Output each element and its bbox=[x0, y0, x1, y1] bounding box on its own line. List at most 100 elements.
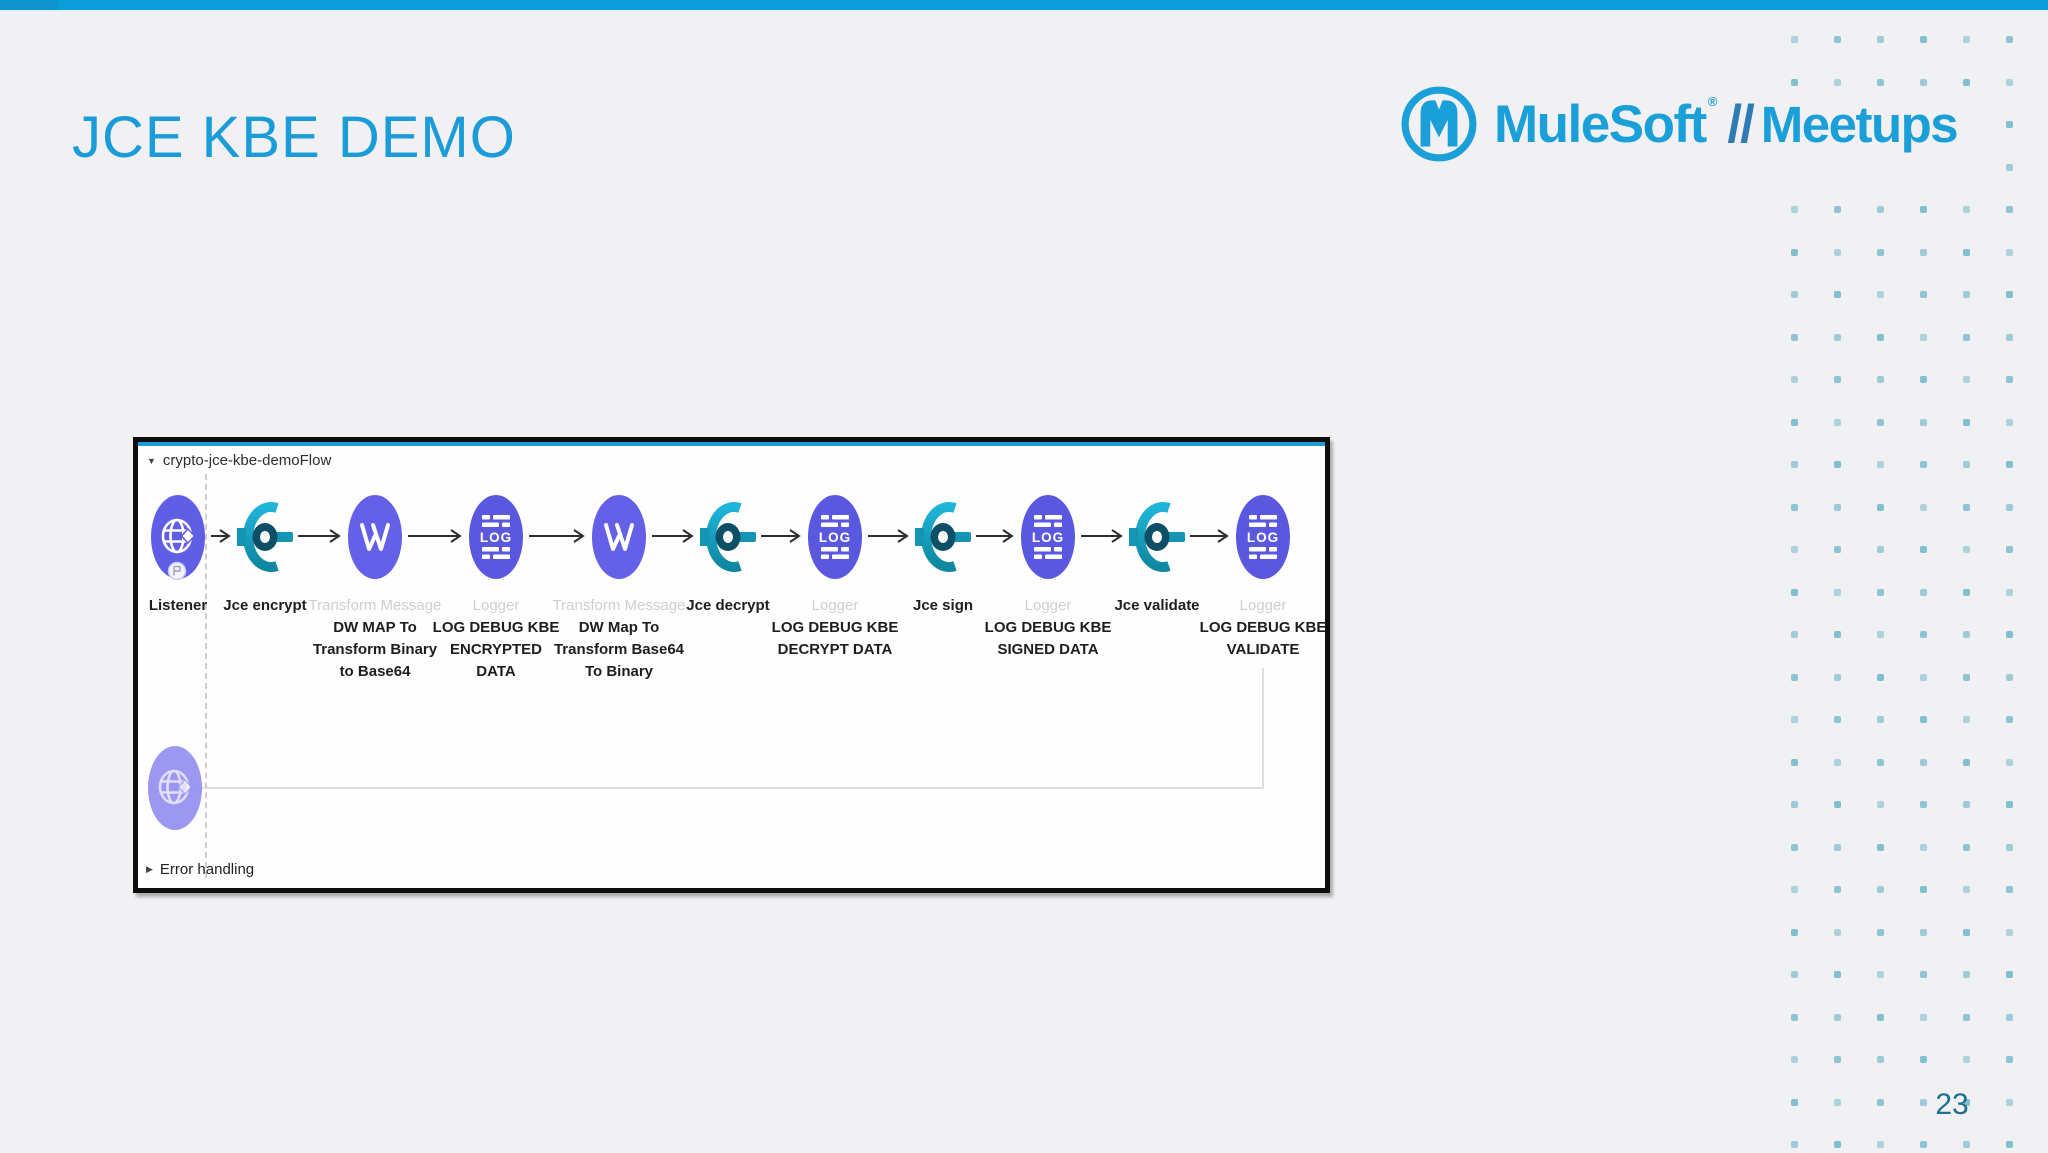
node-label-line: LOG DEBUG KBE bbox=[1199, 619, 1327, 636]
decorative-dot bbox=[1834, 971, 1841, 978]
top-accent-bar-left-segment bbox=[0, 0, 58, 10]
crypto-key-icon[interactable] bbox=[236, 493, 294, 581]
top-accent-bar bbox=[0, 0, 2048, 12]
decorative-dot bbox=[2006, 376, 2013, 383]
decorative-dot bbox=[1920, 546, 1927, 553]
flow-node-jce-encrypt[interactable]: Jce encrypt bbox=[200, 493, 330, 617]
error-handling-section[interactable]: ▶ Error handling bbox=[146, 861, 254, 878]
decorative-dot bbox=[2006, 249, 2013, 256]
flow-header[interactable]: ▼ crypto-jce-kbe-demoFlow bbox=[147, 452, 331, 469]
node-label-line: ENCRYPTED DATA bbox=[450, 641, 542, 680]
decorative-dot bbox=[1963, 291, 1970, 298]
decorative-dot bbox=[1791, 759, 1798, 766]
decorative-dot bbox=[1963, 844, 1970, 851]
decorative-dot bbox=[1877, 886, 1884, 893]
flow-node-jce-validate[interactable]: Jce validate bbox=[1092, 493, 1222, 617]
decorative-dot bbox=[1877, 461, 1884, 468]
flow-node-jce-sign[interactable]: Jce sign bbox=[878, 493, 1008, 617]
decorative-dot bbox=[1963, 1141, 1970, 1148]
node-type-label: Transform Message bbox=[308, 597, 442, 614]
node-label-line: DECRYPT DATA bbox=[777, 641, 893, 658]
decorative-dot bbox=[1920, 1056, 1927, 1063]
decorative-dot bbox=[1877, 674, 1884, 681]
flow-connectors bbox=[196, 529, 1264, 789]
decorative-dot bbox=[1963, 206, 1970, 213]
decorative-dot bbox=[2006, 461, 2013, 468]
decorative-dot bbox=[1791, 291, 1798, 298]
node-label-line: SIGNED DATA bbox=[997, 641, 1099, 658]
node-type-label: Logger bbox=[472, 597, 520, 614]
decorative-dot bbox=[1920, 1141, 1927, 1148]
decorative-dot bbox=[1834, 631, 1841, 638]
decorative-dot bbox=[1920, 801, 1927, 808]
decorative-dot bbox=[2006, 1014, 2013, 1021]
decorative-dot bbox=[1920, 971, 1927, 978]
node-label: Jce decrypt bbox=[686, 597, 770, 614]
decorative-dot bbox=[1920, 631, 1927, 638]
flow-node-jce-decrypt[interactable]: Jce decrypt bbox=[663, 493, 793, 617]
logger-icon[interactable]: LOG bbox=[1235, 493, 1291, 581]
decorative-dot bbox=[1791, 419, 1798, 426]
decorative-dot bbox=[2006, 759, 2013, 766]
decorative-dot bbox=[1920, 461, 1927, 468]
crypto-key-icon[interactable] bbox=[1128, 493, 1186, 581]
decorative-dot bbox=[2006, 419, 2013, 426]
decorative-dot bbox=[1834, 461, 1841, 468]
decorative-dot bbox=[2006, 844, 2013, 851]
decorative-dot bbox=[1791, 1014, 1798, 1021]
arrowhead bbox=[1002, 529, 1014, 543]
crypto-key-icon[interactable] bbox=[914, 493, 972, 581]
arrowhead bbox=[219, 529, 231, 543]
decorative-dot bbox=[1834, 801, 1841, 808]
node-label-line: LOG DEBUG KBE bbox=[771, 619, 899, 636]
collapse-triangle-icon[interactable]: ▼ bbox=[147, 455, 156, 466]
decorative-dot bbox=[1834, 844, 1841, 851]
node-label-line: DW MAP To bbox=[333, 619, 417, 636]
decorative-dot bbox=[1834, 291, 1841, 298]
logger-icon[interactable]: LOG bbox=[807, 493, 863, 581]
decorative-dot bbox=[2006, 504, 2013, 511]
svg-text:LOG: LOG bbox=[480, 530, 512, 545]
decorative-dot bbox=[1963, 1056, 1970, 1063]
decorative-dot bbox=[1920, 929, 1927, 936]
crypto-key-icon[interactable] bbox=[699, 493, 757, 581]
decorative-dot bbox=[1963, 929, 1970, 936]
source-section-separator bbox=[205, 474, 207, 878]
decorative-dot bbox=[1963, 249, 1970, 256]
logger-icon[interactable]: LOG bbox=[1020, 493, 1076, 581]
dataweave-transform-icon[interactable] bbox=[347, 493, 403, 581]
logo-separator: // bbox=[1727, 94, 1754, 154]
arrowhead bbox=[450, 529, 462, 543]
decorative-dot bbox=[2006, 546, 2013, 553]
decorative-dot bbox=[2006, 589, 2013, 596]
flow-node-listener[interactable]: Listener bbox=[113, 493, 243, 617]
decorative-dot bbox=[1963, 674, 1970, 681]
decorative-dot bbox=[1791, 971, 1798, 978]
logger-icon[interactable]: LOG bbox=[468, 493, 524, 581]
decorative-dot bbox=[1920, 759, 1927, 766]
node-label-line: VALIDATE bbox=[1226, 641, 1300, 658]
decorative-dot bbox=[1877, 844, 1884, 851]
decorative-dot bbox=[1791, 504, 1798, 511]
dataweave-transform-icon[interactable] bbox=[591, 493, 647, 581]
expand-triangle-icon[interactable]: ▶ bbox=[146, 864, 153, 874]
arrowhead bbox=[1111, 529, 1123, 543]
decorative-dot bbox=[1834, 206, 1841, 213]
decorative-dot bbox=[1877, 334, 1884, 341]
decorative-dot bbox=[1791, 886, 1798, 893]
source-ghost-node[interactable] bbox=[147, 745, 203, 836]
node-label: Jce sign bbox=[912, 597, 974, 614]
decorative-dot bbox=[1834, 674, 1841, 681]
decorative-dot bbox=[1877, 1099, 1884, 1106]
decorative-dot bbox=[1834, 249, 1841, 256]
decorative-dot bbox=[1834, 1056, 1841, 1063]
decorative-dot bbox=[1834, 1014, 1841, 1021]
node-label-line: DW Map To bbox=[578, 619, 660, 636]
http-listener-globe-icon[interactable] bbox=[150, 493, 206, 581]
